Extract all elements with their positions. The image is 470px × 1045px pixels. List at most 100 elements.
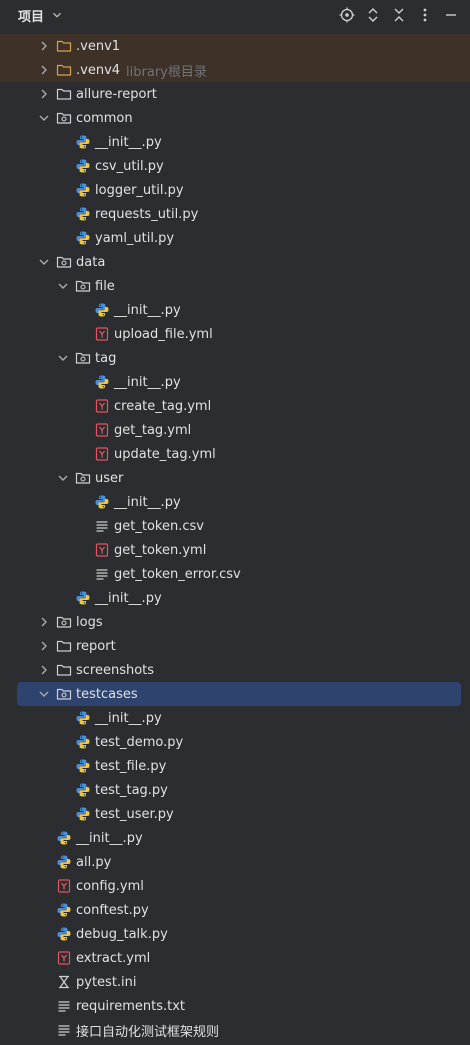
tree-item-label: config.yml (76, 878, 144, 894)
chevron-right-icon[interactable] (36, 662, 52, 678)
tree-item-label: .venv1 (76, 38, 121, 54)
tree-folder-item[interactable]: data (0, 250, 470, 274)
tree-folder-item[interactable]: testcases (0, 682, 470, 706)
minimize-icon[interactable] (442, 6, 460, 24)
tree-file-item[interactable]: yaml_util.py (0, 226, 470, 250)
tree-folder-item[interactable]: screenshots (0, 658, 470, 682)
tree-item-label: yaml_util.py (95, 230, 175, 246)
tree-folder-item[interactable]: report (0, 634, 470, 658)
python-file-icon (75, 182, 91, 198)
tree-file-item[interactable]: __init__.py (0, 586, 470, 610)
tree-folder-item[interactable]: logs (0, 610, 470, 634)
tree-file-item[interactable]: csv_util.py (0, 154, 470, 178)
chevron-right-icon[interactable] (36, 638, 52, 654)
chevron-down-icon[interactable] (55, 278, 71, 294)
tree-file-item[interactable]: requests_util.py (0, 202, 470, 226)
tree-file-item[interactable]: logger_util.py (0, 178, 470, 202)
tree-folder-item[interactable]: file (0, 274, 470, 298)
tree-file-item[interactable]: get_token.yml (0, 538, 470, 562)
tree-item-label: test_user.py (95, 806, 174, 822)
chevron-down-icon[interactable] (55, 350, 71, 366)
tree-file-item[interactable]: create_tag.yml (0, 394, 470, 418)
panel-title: 项目 (18, 9, 45, 25)
python-file-icon (75, 134, 91, 150)
python-file-icon (75, 806, 91, 822)
tree-file-item[interactable]: get_tag.yml (0, 418, 470, 442)
tree-item-label: 接口自动化测试框架规则 (76, 1024, 220, 1040)
package-folder-icon (56, 110, 72, 126)
tree-file-item[interactable]: conftest.py (0, 898, 470, 922)
tree-item-label: debug_talk.py (76, 926, 168, 942)
folder-icon (56, 662, 72, 678)
tree-file-item[interactable]: debug_talk.py (0, 922, 470, 946)
tree-file-item[interactable]: test_user.py (0, 802, 470, 826)
python-file-icon (56, 854, 72, 870)
tree-file-item[interactable]: __init__.py (0, 826, 470, 850)
tree-item-label: get_token.csv (114, 518, 204, 534)
tree-file-item[interactable]: 接口自动化测试框架规则 (0, 1018, 470, 1042)
collapse-all-icon[interactable] (390, 6, 408, 24)
tree-file-item[interactable]: test_demo.py (0, 730, 470, 754)
tree-file-item[interactable]: test_file.py (0, 754, 470, 778)
text-file-icon (56, 1022, 72, 1038)
tree-item-label: __init__.py (95, 134, 162, 150)
tree-item-label: allure-report (76, 86, 157, 102)
tree-folder-item[interactable]: .venv1 (0, 34, 470, 58)
tree-item-label: testcases (76, 686, 138, 702)
tree-item-label: update_tag.yml (114, 446, 216, 462)
tree-folder-item[interactable]: tag (0, 346, 470, 370)
tree-file-item[interactable]: upload_file.yml (0, 322, 470, 346)
chevron-down-icon[interactable] (36, 254, 52, 270)
package-folder-icon (56, 254, 72, 270)
tree-item-label: logger_util.py (95, 182, 184, 198)
more-icon[interactable] (416, 6, 434, 24)
tree-file-item[interactable]: get_token_error.csv (0, 562, 470, 586)
chevron-right-icon[interactable] (36, 38, 52, 54)
tree-file-item[interactable]: __init__.py (0, 490, 470, 514)
project-view-selector[interactable]: 项目 (18, 6, 64, 25)
chevron-down-icon[interactable] (36, 110, 52, 126)
python-file-icon (75, 158, 91, 174)
tree-file-item[interactable]: __init__.py (0, 370, 470, 394)
tree-folder-item[interactable]: allure-report (0, 82, 470, 106)
tree-item-label: create_tag.yml (114, 398, 212, 414)
tree-file-item[interactable]: all.py (0, 850, 470, 874)
tree-item-label: screenshots (76, 662, 155, 678)
target-icon[interactable] (338, 6, 356, 24)
tree-file-item[interactable]: pytest.ini (0, 970, 470, 994)
folder-icon (56, 38, 72, 54)
tree-file-item[interactable]: extract.yml (0, 946, 470, 970)
text-file-icon (56, 998, 72, 1014)
tree-file-item[interactable]: config.yml (0, 874, 470, 898)
tree-file-item[interactable]: requirements.txt (0, 994, 470, 1018)
tree-file-item[interactable]: __init__.py (0, 298, 470, 322)
tree-file-item[interactable]: __init__.py (0, 706, 470, 730)
yaml-file-icon (56, 950, 72, 966)
tree-item-label: pytest.ini (76, 974, 137, 990)
tree-item-label: upload_file.yml (114, 326, 213, 342)
tree-item-label: logs (76, 614, 103, 630)
yaml-file-icon (94, 422, 110, 438)
chevron-down-icon[interactable] (36, 686, 52, 702)
tree-item-label: __init__.py (114, 494, 181, 510)
chevron-down-icon[interactable] (55, 470, 71, 486)
tree-file-item[interactable]: get_token.csv (0, 514, 470, 538)
expand-all-icon[interactable] (364, 6, 382, 24)
tree-folder-item[interactable]: user (0, 466, 470, 490)
python-file-icon (56, 926, 72, 942)
package-folder-icon (56, 614, 72, 630)
chevron-right-icon[interactable] (36, 614, 52, 630)
chevron-right-icon[interactable] (36, 62, 52, 78)
panel-toolbar (338, 6, 460, 24)
yaml-file-icon (94, 326, 110, 342)
tree-file-item[interactable]: __init__.py (0, 130, 470, 154)
tree-item-label: get_token.yml (114, 542, 207, 558)
tree-file-item[interactable]: update_tag.yml (0, 442, 470, 466)
yaml-file-icon (94, 398, 110, 414)
package-folder-icon (56, 686, 72, 702)
chevron-right-icon[interactable] (36, 86, 52, 102)
tree-folder-item[interactable]: common (0, 106, 470, 130)
tree-item-label: tag (95, 350, 117, 366)
tree-file-item[interactable]: test_tag.py (0, 778, 470, 802)
